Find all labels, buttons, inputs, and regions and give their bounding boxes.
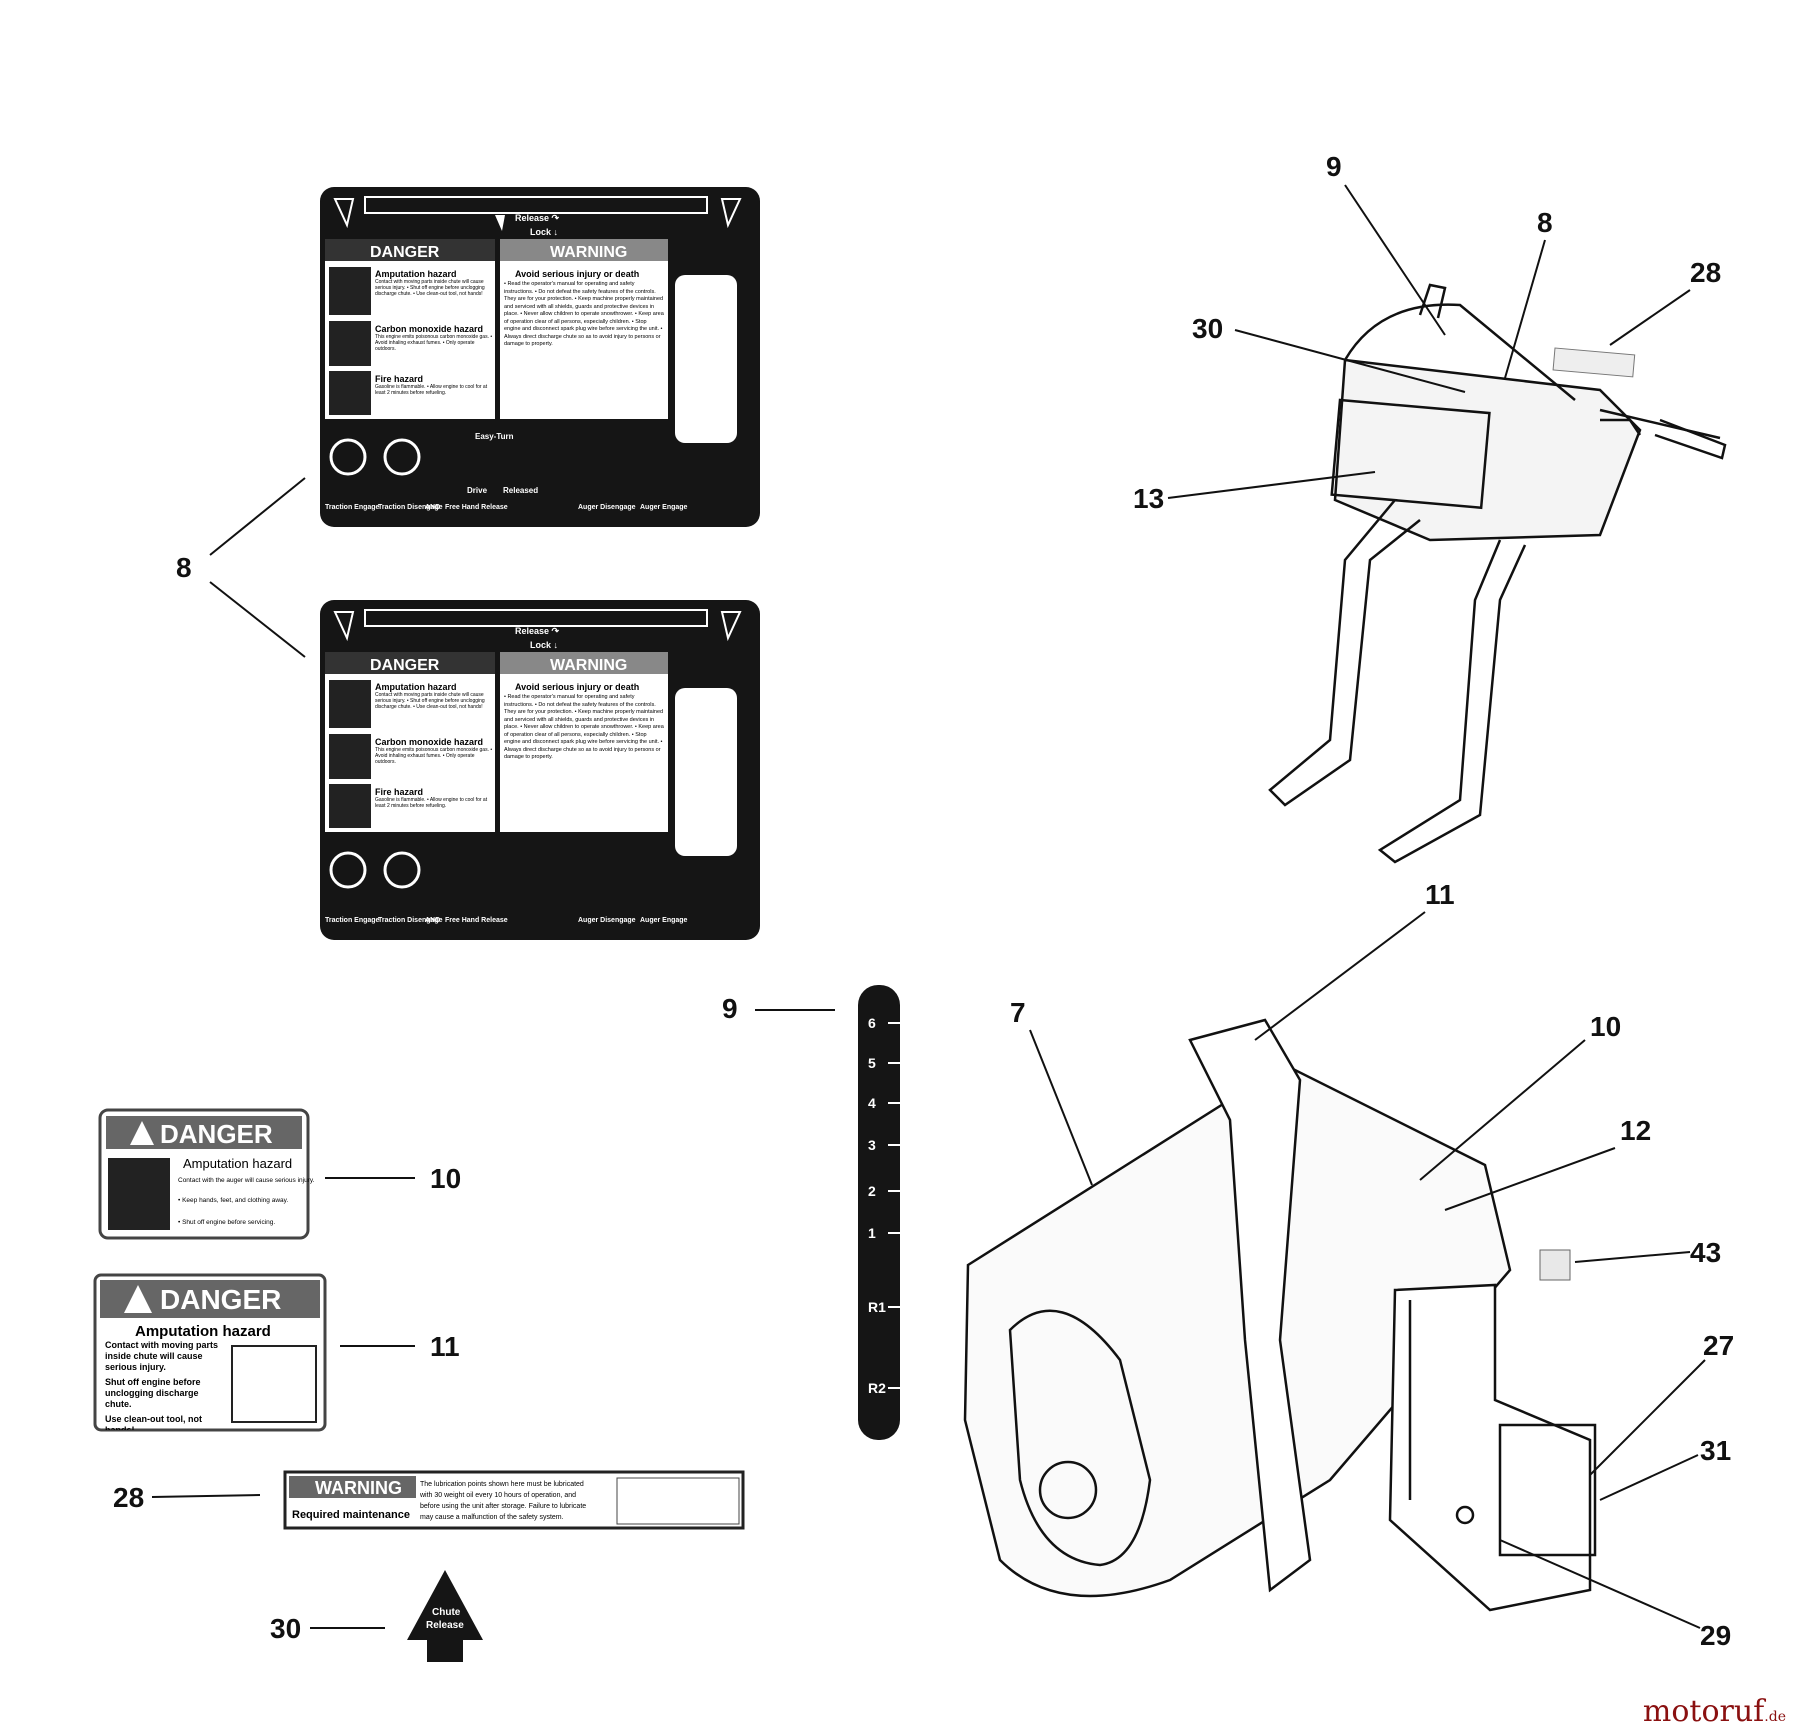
danger-decal-11: DANGER Amputation hazard Contact with mo… xyxy=(93,1273,327,1432)
free-hand-release-label: Free Hand Release xyxy=(445,917,508,924)
drive-label: Drive xyxy=(467,486,488,495)
speed-label: 6 xyxy=(868,1015,876,1031)
callout-8-decals: 8 xyxy=(176,552,192,583)
decal-28-placeholder xyxy=(1552,347,1636,378)
callout-29: 29 xyxy=(1700,1620,1731,1651)
danger-10-line3: • Shut off engine before servicing. xyxy=(178,1219,275,1226)
release-label: Release ↷ xyxy=(515,213,560,223)
chute-release-decal-30: Chute Release xyxy=(407,1570,483,1662)
callout-30-decal: 30 xyxy=(270,1613,301,1644)
danger-11-line1: Contact with moving parts inside chute w… xyxy=(105,1340,219,1372)
speed-label: 3 xyxy=(868,1137,876,1153)
callout-9-handle: 9 xyxy=(1326,151,1342,182)
callout-13: 13 xyxy=(1133,483,1164,514)
amputation-text: Contact with moving parts inside chute w… xyxy=(375,279,485,297)
fire-title: Fire hazard xyxy=(375,787,423,797)
speed-label: 2 xyxy=(868,1183,876,1199)
danger-10-header: DANGER xyxy=(160,1119,273,1149)
watermark-brand: motoruf xyxy=(1642,1694,1765,1729)
speed-label: 5 xyxy=(868,1055,876,1071)
traction-disengage-label: Traction Disengage xyxy=(378,917,443,924)
danger-11-line3: Use clean-out tool, not hands! xyxy=(105,1414,203,1430)
auger-engage-label: Auger Engage xyxy=(640,504,688,511)
danger-11-title: Amputation hazard xyxy=(135,1323,271,1340)
carbon-monoxide-title: Carbon monoxide hazard xyxy=(375,324,483,334)
callout-31: 31 xyxy=(1700,1435,1731,1466)
callout-43: 43 xyxy=(1690,1237,1721,1268)
traction-engage-label: Traction Engage xyxy=(325,504,380,511)
warning-header: WARNING xyxy=(550,657,627,674)
traction-disengage-label: Traction Disengage xyxy=(378,504,443,511)
warning-text: • Read the operator's manual for operati… xyxy=(504,281,664,347)
callout-27: 27 xyxy=(1703,1330,1734,1361)
decal-43-placeholder xyxy=(1539,1249,1571,1281)
danger-11-header: DANGER xyxy=(160,1284,281,1315)
warning-28-sub: Required maintenance xyxy=(292,1509,410,1521)
danger-header: DANGER xyxy=(370,244,440,261)
danger-10-line1: Contact with the auger will cause seriou… xyxy=(178,1177,315,1184)
carbon-monoxide-text: This engine emits poisonous carbon monox… xyxy=(375,334,493,352)
callout-11-housing: 11 xyxy=(1425,879,1455,910)
watermark: motoruf.de xyxy=(1643,1694,1786,1729)
callout-30-handle: 30 xyxy=(1192,313,1223,344)
watermark-tld: .de xyxy=(1764,1709,1786,1725)
fire-title: Fire hazard xyxy=(375,374,423,384)
warning-28-text2: with 30 weight oil every 10 hours of ope… xyxy=(419,1492,576,1499)
fire-text: Gasoline is flammable. • Allow engine to… xyxy=(375,384,488,396)
speed-label: R2 xyxy=(868,1380,886,1396)
danger-decal-10: DANGER Amputation hazard Contact with th… xyxy=(98,1108,315,1240)
traction-engage-label: Traction Engage xyxy=(325,917,380,924)
chute-label: Chute xyxy=(432,1607,461,1618)
handle-assembly-drawing xyxy=(1268,283,1727,864)
and-label: AND xyxy=(425,917,440,924)
easy-turn-label: Easy-Turn xyxy=(475,432,514,441)
danger-10-line2: • Keep hands, feet, and clothing away. xyxy=(178,1197,288,1204)
control-panel-decal-lower: Release ↷ Lock ↓ DANGER Amputation hazar… xyxy=(320,600,760,940)
free-hand-release-label: Free Hand Release xyxy=(445,504,508,511)
carbon-monoxide-title: Carbon monoxide hazard xyxy=(375,737,483,747)
warning-28-text4: may cause a malfunction of the safety sy… xyxy=(420,1514,564,1521)
warning-28-text3: before using the unit after storage. Fai… xyxy=(420,1503,586,1510)
amputation-title: Amputation hazard xyxy=(375,269,457,279)
lock-label: Lock ↓ xyxy=(530,640,558,650)
fire-text: Gasoline is flammable. • Allow engine to… xyxy=(375,797,488,809)
speed-label: 1 xyxy=(868,1225,876,1241)
callout-10-housing: 10 xyxy=(1590,1011,1621,1042)
callout-11-decal: 11 xyxy=(430,1331,460,1362)
callout-28-handle: 28 xyxy=(1690,257,1721,288)
danger-11-line2: Shut off engine before unclogging discha… xyxy=(105,1377,201,1409)
danger-10-title: Amputation hazard xyxy=(183,1156,292,1171)
released-label: Released xyxy=(503,486,538,495)
warning-title: Avoid serious injury or death xyxy=(515,682,639,692)
warning-text: • Read the operator's manual for operati… xyxy=(504,694,664,760)
callout-10-decal: 10 xyxy=(430,1163,461,1194)
release-label: Release ↷ xyxy=(515,626,560,636)
auger-engage-label: Auger Engage xyxy=(640,917,688,924)
warning-decal-28: WARNING Required maintenance The lubrica… xyxy=(283,1470,745,1530)
warning-header: WARNING xyxy=(550,244,627,261)
warning-28-header: WARNING xyxy=(315,1478,402,1498)
callout-9-speed-decal: 9 xyxy=(722,993,738,1024)
amputation-text: Contact with moving parts inside chute w… xyxy=(375,692,485,710)
amputation-title: Amputation hazard xyxy=(375,682,457,692)
danger-header: DANGER xyxy=(370,657,440,674)
control-panel-decal-upper: Release ↷ Lock ↓ DANGER Amputation hazar… xyxy=(320,187,760,527)
speed-label: 4 xyxy=(868,1095,876,1111)
auger-disengage-label: Auger Disengage xyxy=(578,504,636,511)
speed-label: R1 xyxy=(868,1299,886,1315)
warning-title: Avoid serious injury or death xyxy=(515,269,639,279)
lock-label: Lock ↓ xyxy=(530,227,558,237)
release-label: Release xyxy=(426,1620,464,1631)
warning-28-text1: The lubrication points shown here must b… xyxy=(420,1481,584,1488)
auger-disengage-label: Auger Disengage xyxy=(578,917,636,924)
callout-12: 12 xyxy=(1620,1115,1651,1146)
carbon-monoxide-text: This engine emits poisonous carbon monox… xyxy=(375,747,493,765)
and-label: AND xyxy=(425,504,440,511)
callout-7: 7 xyxy=(1010,997,1026,1028)
auger-housing-drawing xyxy=(963,1018,1597,1612)
callout-8-handle: 8 xyxy=(1537,207,1553,238)
callout-28-decal: 28 xyxy=(113,1482,144,1513)
